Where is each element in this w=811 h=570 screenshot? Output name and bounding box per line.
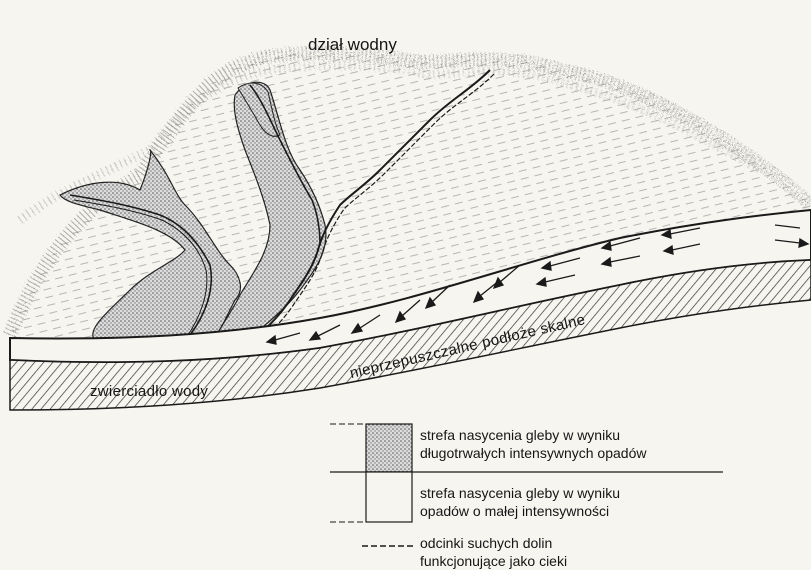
legend-item-line1: strefa nasycenia gleby w wyniku (420, 426, 646, 444)
legend-item-line2: funkcjonujące jako cieki (420, 552, 567, 570)
legend-item-line1: odcinki suchych dolin (420, 534, 567, 552)
legend-swatch-blank (366, 472, 412, 522)
water-table-label: zwierciadło wody (90, 383, 208, 400)
legend-swatch-dotted (366, 424, 412, 472)
legend-item-line1: strefa nasycenia gleby w wyniku (420, 484, 620, 502)
legend-item-low-rain: strefa nasycenia gleby w wyniku opadów o… (420, 484, 620, 520)
legend-item-long-rain: strefa nasycenia gleby w wyniku długotrw… (420, 426, 646, 462)
watershed-label: dział wodny (308, 35, 397, 55)
legend-item-line2: długotrwałych intensywnych opadów (420, 444, 646, 462)
legend-item-line2: opadów o małej intensywności (420, 502, 620, 520)
legend-item-dry-valleys: odcinki suchych dolin funkcjonujące jako… (420, 534, 567, 570)
